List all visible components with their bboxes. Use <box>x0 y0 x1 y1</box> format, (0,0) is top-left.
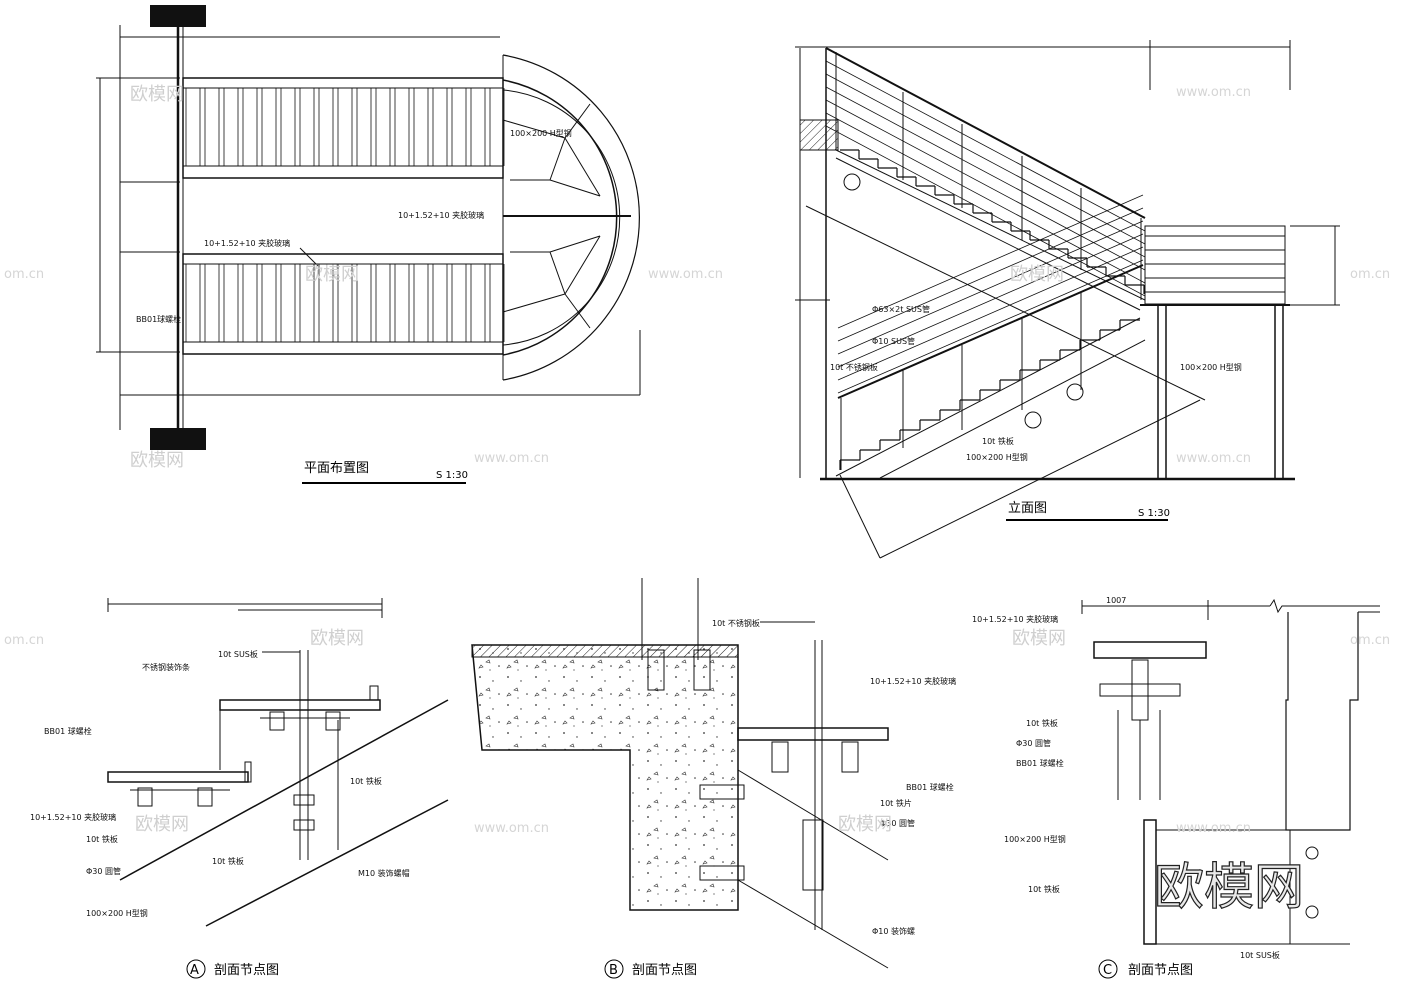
detail-b-label-glass: 10+1.52+10 夹胶玻璃 <box>870 676 956 686</box>
watermark-url: www.om.cn <box>1176 451 1251 466</box>
detail-a-title: 剖面节点图 <box>214 963 279 978</box>
drawing-line <box>825 73 1146 245</box>
plan-label-glass: 10+1.52+10 夹胶玻璃 <box>398 210 484 220</box>
watermark-url-short: om.cn <box>4 267 44 282</box>
drawing-line <box>825 112 1146 284</box>
watermark-url: www.om.cn <box>1176 85 1251 100</box>
detail-b-marker: B <box>609 963 618 978</box>
detail-c-label-pipe: Φ30 圆管 <box>1016 738 1051 748</box>
column-block-bottom <box>150 428 206 450</box>
detail-c-marker: C <box>1103 963 1112 978</box>
detail-a-label-ss-strip: 不锈钢装饰条 <box>142 662 190 672</box>
detail-b-labels: 10t 不锈钢板 10+1.52+10 夹胶玻璃 BB01 球螺栓 10t 铁片… <box>604 618 956 979</box>
plan-scale: S 1:30 <box>436 470 468 481</box>
plan-label-glass-2: 10+1.52+10 夹胶玻璃 <box>204 238 290 248</box>
detail-c-marker-circle <box>1098 959 1118 979</box>
elevation-scale: S 1:30 <box>1138 508 1170 519</box>
watermark-brand-large: 欧模网 <box>1154 858 1304 916</box>
elevation-labels: Φ63×2t SUS管 Φ10 SUS管 10t 不锈钢板 10t 铁板 100… <box>830 304 1242 521</box>
detail-a-label-sus-plate: 10t SUS板 <box>218 649 258 659</box>
watermark-brand: 欧模网 <box>1010 264 1064 285</box>
plan-label-h-steel: 100×200 H型钢 <box>510 128 572 138</box>
watermark-brand: 欧模网 <box>310 628 364 649</box>
watermark-url: www.om.cn <box>648 267 723 282</box>
detail-a-label-glass: 10+1.52+10 夹胶玻璃 <box>30 812 116 822</box>
elev-label-pipe63: Φ63×2t SUS管 <box>872 304 930 314</box>
drawing-line <box>825 60 1146 232</box>
watermark-url: www.om.cn <box>474 821 549 836</box>
watermark-url: www.om.cn <box>1176 821 1251 836</box>
watermark-brand: 欧模网 <box>1012 628 1066 649</box>
detail-a-label-bolt: BB01 球螺栓 <box>44 726 92 736</box>
detail-b-drawing <box>471 578 889 969</box>
watermark-url-short: om.cn <box>1350 267 1390 282</box>
elev-label-pipe10: Φ10 SUS管 <box>872 336 915 346</box>
detail-c-drawing <box>1081 598 1380 945</box>
detail-a-drawing <box>107 598 449 927</box>
elevation-title: 立面图 <box>1008 501 1047 516</box>
drawing-line <box>825 125 1146 297</box>
detail-c-dim: 1007 <box>1106 596 1126 605</box>
elevation-rails <box>825 60 1146 394</box>
elev-label-h-steel-2: 100×200 H型钢 <box>1180 362 1242 372</box>
drawing-line <box>837 207 1144 342</box>
detail-c-label-sus: 10t SUS板 <box>1240 950 1280 960</box>
watermark-url-short: om.cn <box>1350 633 1390 648</box>
detail-a-label-iron1: 10t 铁板 <box>86 834 118 844</box>
drawing-line <box>825 99 1146 271</box>
detail-c-label-iron: 10t 铁板 <box>1026 718 1058 728</box>
detail-a-label-h-steel: 100×200 H型钢 <box>86 908 148 918</box>
drawing-line <box>837 259 1144 394</box>
watermark-url: www.om.cn <box>474 451 549 466</box>
column-block-top <box>150 5 206 27</box>
elev-label-h-steel: 100×200 H型钢 <box>966 452 1028 462</box>
detail-c-label-h-steel: 100×200 H型钢 <box>1004 834 1066 844</box>
watermark-brand: 欧模网 <box>135 814 189 835</box>
plan-title: 平面布置图 <box>304 461 369 476</box>
elev-label-iron-plate: 10t 铁板 <box>982 436 1014 446</box>
watermark-brand: 欧模网 <box>130 84 184 105</box>
watermark-brand: 欧模网 <box>305 264 359 285</box>
drawing-line <box>825 86 1146 258</box>
detail-c-label-bolt: BB01 球螺栓 <box>1016 758 1064 768</box>
plan-view <box>96 5 641 450</box>
watermarks: 欧模网 欧模网 欧模网 欧模网 欧模网 欧模网 欧模网 欧模网 www.om.c… <box>4 84 1390 917</box>
detail-b-title: 剖面节点图 <box>632 963 697 978</box>
detail-a-label-pipe: Φ30 圆管 <box>86 866 121 876</box>
watermark-brand: 欧模网 <box>130 450 184 471</box>
drawing-line <box>837 194 1144 329</box>
drawing-line <box>837 246 1144 381</box>
elevation-steps <box>839 149 1145 470</box>
watermark-url-short: om.cn <box>4 633 44 648</box>
detail-a-marker: A <box>190 963 199 978</box>
detail-a-labels: 10t SUS板 不锈钢装饰条 BB01 球螺栓 10+1.52+10 夹胶玻璃… <box>30 649 410 979</box>
detail-b-label-nut: Φ10 装饰螺 <box>872 926 915 936</box>
detail-b-label-iron-sheet: 10t 铁片 <box>880 798 912 808</box>
plan-stair-treads <box>185 88 505 342</box>
detail-c-label-glass: 10+1.52+10 夹胶玻璃 <box>972 614 1058 624</box>
drawing-line <box>837 233 1144 368</box>
detail-b-marker-circle <box>604 959 624 979</box>
detail-b-label-bolt: BB01 球螺栓 <box>906 782 954 792</box>
detail-a-label-iron3: 10t 铁板 <box>350 776 382 786</box>
detail-a-label-iron2: 10t 铁板 <box>212 856 244 866</box>
detail-b-label-ss-plate: 10t 不锈钢板 <box>712 618 760 628</box>
detail-a-marker-circle <box>186 959 206 979</box>
detail-c-title: 剖面节点图 <box>1128 963 1193 978</box>
detail-c-label-iron2: 10t 铁板 <box>1028 884 1060 894</box>
detail-c-labels: 1007 10+1.52+10 夹胶玻璃 10t 铁板 Φ30 圆管 BB01 … <box>972 596 1280 979</box>
detail-a-label-nut: M10 装饰螺帽 <box>358 868 410 878</box>
elev-label-ss-plate: 10t 不锈钢板 <box>830 362 878 372</box>
detail-b-label-pipe: Φ30 圆管 <box>880 818 915 828</box>
drawing-line <box>837 220 1144 355</box>
plan-label-bolt: BB01球螺栓 <box>136 314 181 324</box>
watermark-brand: 欧模网 <box>838 814 892 835</box>
plan-labels: 100×200 H型钢 10+1.52+10 夹胶玻璃 10+1.52+10 夹… <box>136 128 572 484</box>
elevation-view <box>795 40 1340 559</box>
